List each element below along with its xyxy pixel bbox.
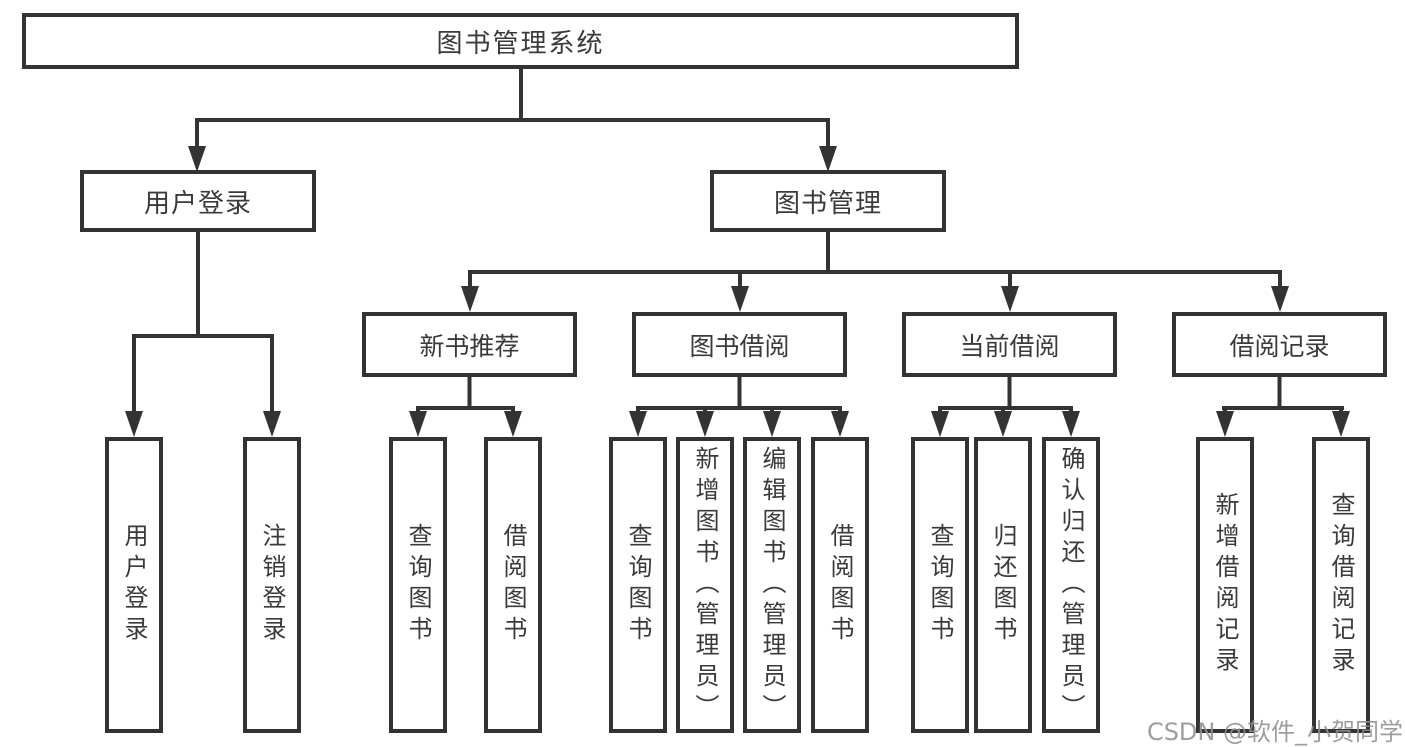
- node-current-borrow: 当前借阅: [902, 312, 1117, 377]
- node-new-book: 新书推荐: [362, 312, 577, 377]
- leaf-current-return: 归还图书: [974, 437, 1032, 733]
- leaf-current-query: 查询图书: [911, 437, 969, 733]
- node-root: 图书管理系统: [22, 13, 1019, 69]
- leaf-record-query: 查询借阅记录: [1312, 437, 1370, 733]
- connector-user-login-split: [125, 232, 281, 437]
- node-user-login: 用户登录: [80, 170, 316, 232]
- connector-borrow-record-split: [1216, 377, 1350, 437]
- connector-book-borrow-split: [629, 377, 849, 437]
- leaf-logout: 注销登录: [243, 437, 301, 733]
- leaf-borrow-add-admin: 新增图书（管理员）: [676, 437, 734, 733]
- node-book-borrow: 图书借阅: [632, 312, 847, 377]
- leaf-new-book-query: 查询图书: [389, 437, 447, 733]
- connector-new-book-split: [409, 377, 522, 437]
- connector-current-borrow-split: [931, 377, 1080, 437]
- leaf-user-login: 用户登录: [105, 437, 163, 733]
- leaf-record-add: 新增借阅记录: [1196, 437, 1254, 733]
- leaf-borrow-borrow: 借阅图书: [811, 437, 869, 733]
- leaf-borrow-edit-admin: 编辑图书（管理员）: [743, 437, 801, 733]
- connector-book-mgmt-split: [461, 232, 1289, 312]
- leaf-current-confirm-admin: 确认归还（管理员）: [1042, 437, 1100, 733]
- leaf-new-book-borrow: 借阅图书: [484, 437, 542, 733]
- watermark: CSDN @软件_小贺同学: [1146, 718, 1403, 746]
- leaf-borrow-query: 查询图书: [609, 437, 667, 733]
- connector-root-split: [188, 69, 837, 172]
- node-borrow-record: 借阅记录: [1172, 312, 1387, 377]
- node-book-mgmt: 图书管理: [710, 170, 946, 232]
